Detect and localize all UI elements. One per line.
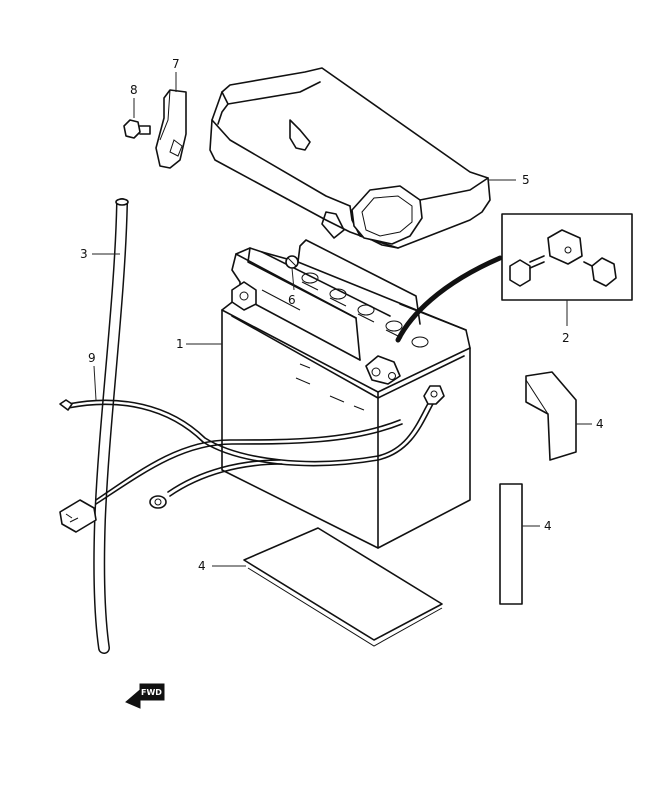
callout-9: 9 — [88, 351, 96, 365]
breather-hose — [92, 198, 129, 654]
callout-4-side-pad: 4 — [596, 417, 604, 431]
vent-tube — [395, 255, 503, 343]
forward-arrow-icon: FWD — [125, 683, 165, 709]
cushion-pad-strip — [499, 483, 540, 605]
callout-8: 8 — [130, 83, 138, 97]
callout-2: 2 — [562, 331, 570, 345]
callout-4-bottom-pad: 4 — [198, 559, 206, 573]
battery-bracket — [155, 72, 187, 169]
terminal-screw — [285, 255, 299, 291]
wire-harness — [59, 365, 445, 533]
callout-1: 1 — [176, 337, 184, 351]
callout-3: 3 — [80, 247, 88, 261]
callout-6: 6 — [288, 293, 296, 307]
bracket-bolt — [123, 98, 151, 139]
callout-7: 7 — [172, 57, 180, 71]
bolt-kit — [501, 213, 633, 326]
fwd-label: FWD — [141, 688, 162, 697]
callout-5: 5 — [522, 173, 530, 187]
callout-4-strip-pad: 4 — [544, 519, 552, 533]
cushion-pad-bottom — [212, 527, 443, 647]
battery-cover — [209, 67, 491, 249]
cushion-pad-side — [525, 371, 592, 461]
